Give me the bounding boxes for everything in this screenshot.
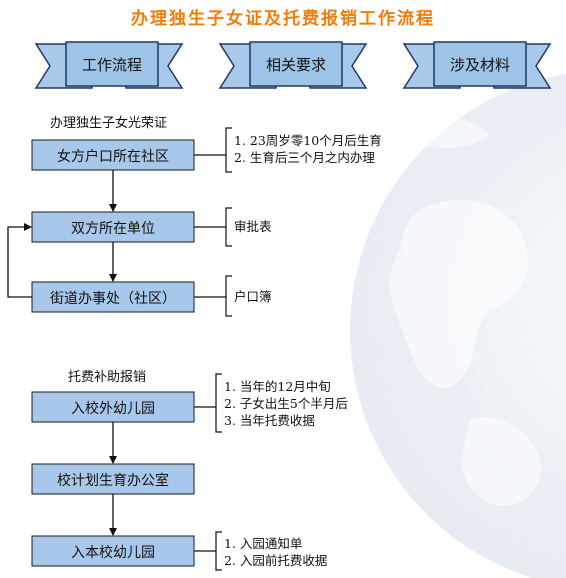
step-label-2: 双方所在单位 [71,221,155,237]
step-label-6: 入本校幼儿园 [71,545,155,561]
banner-label-materials: 涉及材料 [449,56,510,74]
note-line: 2. 入园前托费收据 [224,553,328,568]
note-line: 2. 子女出生5个半月后 [224,396,348,411]
connector-note-4 [194,373,222,433]
note-line: 1. 入园通知单 [224,536,303,551]
note-line: 1. 当年的12月中旬 [224,379,331,394]
step-label-3: 街道办事处（社区） [50,291,176,307]
section-label-certificate: 办理独生子女光荣证 [50,116,168,131]
note-step-4: 1. 当年的12月中旬 2. 子女出生5个半月后 3. 当年托费收据 [224,378,348,429]
step-label-1: 女方户口所在社区 [57,149,169,165]
note-line: 审批表 [234,219,272,234]
note-step-1: 1. 23周岁零10个月后生育 2. 生育后三个月之内办理 [234,132,382,166]
banner-label-workflow: 工作流程 [81,56,142,74]
step-box-2 [31,211,195,243]
step-label-5: 校计划生育办公室 [57,473,169,489]
banner-requirements [218,41,368,89]
banner-workflow [34,41,184,89]
banner-materials [402,41,552,89]
step-label-4: 入校外幼儿园 [71,401,155,417]
section-label-tuition: 托费补助报销 [68,370,147,385]
connector-note-6 [194,531,222,571]
page-title: 办理独生子女证及托费报销工作流程 [131,9,435,29]
loop-back-line [7,223,32,298]
note-step-2: 审批表 [234,218,272,235]
note-line: 3. 当年托费收据 [224,413,315,428]
step-box-5 [31,463,195,495]
step-box-6 [31,535,195,567]
connector-note-1 [194,127,232,173]
note-line: 2. 生育后三个月之内办理 [234,150,375,165]
note-step-3: 户口簿 [234,288,272,305]
note-line: 户口簿 [234,289,272,304]
connector-note-2 [194,207,232,247]
step-box-4 [31,391,195,423]
note-line: 1. 23周岁零10个月后生育 [234,133,382,148]
banner-label-requirements: 相关要求 [265,56,326,74]
note-step-6: 1. 入园通知单 2. 入园前托费收据 [224,535,327,569]
connector-note-3 [194,275,232,317]
